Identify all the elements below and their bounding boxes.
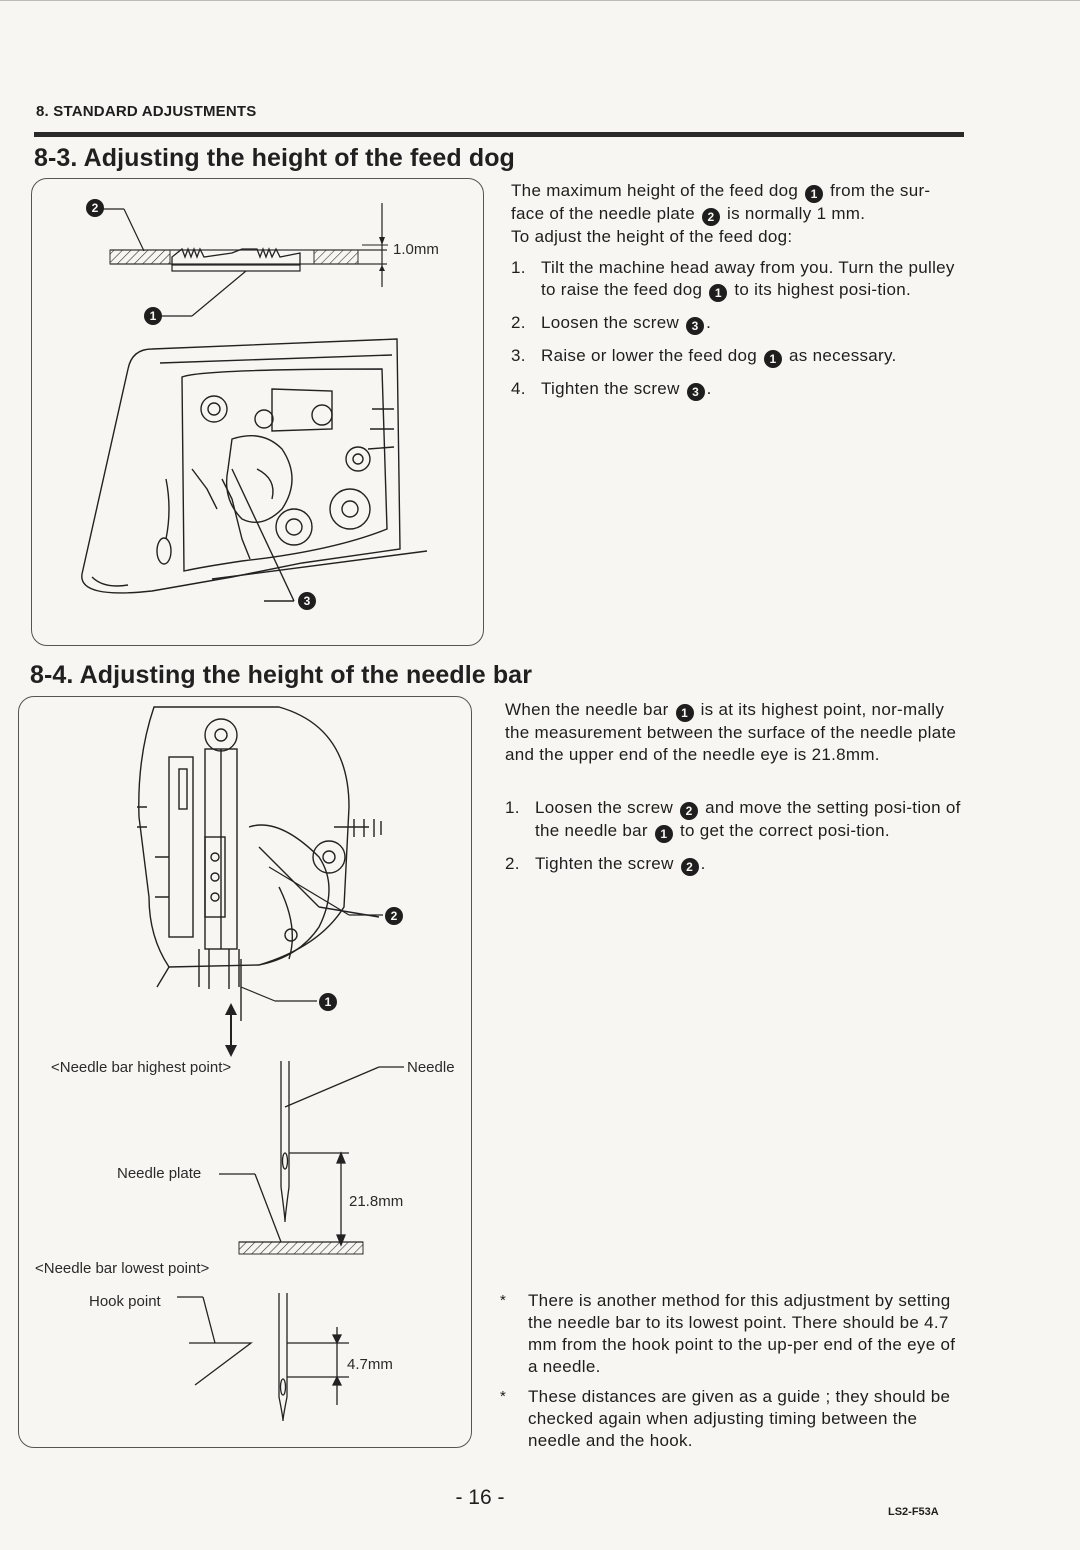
feed-dog-illustration (81, 203, 428, 602)
section-title-8-4: 8-4. Adjusting the height of the needle … (30, 661, 533, 689)
label-needle: Needle (407, 1059, 455, 1076)
label-needle-plate: Needle plate (117, 1165, 202, 1182)
intro-8-4: When the needle bar 1 is at its highest … (505, 700, 957, 764)
needle-lowest-diagram (177, 1293, 349, 1422)
intro-line-1: The maximum height of the feed dog 1 fro… (511, 181, 931, 203)
step-8-3-1: 1.Tilt the machine head away from you. T… (511, 258, 955, 302)
ref-feed-dog: 1 (805, 185, 824, 203)
chapter-heading: 8. STANDARD ADJUSTMENTS (36, 103, 257, 120)
needle-bar-figure-frame: 2 1 <Needle bar highest point> Needle Ne… (18, 696, 472, 1448)
label-hook-point: Hook point (89, 1293, 161, 1310)
label-needle-bar-lowest: <Needle bar lowest point> (35, 1260, 210, 1277)
step-8-4-1: 1.Loosen the screw 2 and move the settin… (505, 798, 961, 843)
needle-highest-diagram (219, 1061, 404, 1247)
step-8-3-3: 3.Raise or lower the feed dog 1 as neces… (511, 346, 897, 368)
step-8-3-4: 4.Tighten the screw 3. (511, 379, 712, 401)
ref-needle-plate: 2 (701, 208, 720, 226)
callout-1-needle-bar: 1 (319, 993, 337, 1011)
callout-2-screw: 2 (385, 907, 403, 925)
page-top-edge (0, 0, 1080, 1)
section-8-4-notes: *There is another method for this adjust… (500, 1290, 956, 1460)
step-8-3-2: 2.Loosen the screw 3. (511, 313, 712, 335)
callout-3-screw: 3 (298, 592, 316, 610)
intro-line-3: To adjust the height of the feed dog: (511, 227, 793, 246)
section-title-8-3: 8-3. Adjusting the height of the feed do… (34, 144, 515, 172)
page-number: - 16 - (455, 1486, 505, 1509)
feed-dog-figure-frame: 2 1 3 1.0mm (31, 178, 484, 646)
section-8-4-intro: When the needle bar 1 is at its highest … (505, 699, 963, 766)
chapter-rule (34, 132, 964, 137)
machine-bed-drawing (81, 338, 428, 602)
needle-bar-mechanism (137, 706, 382, 1021)
dimension-4-7mm: 4.7mm (347, 1356, 393, 1373)
ref-needle-bar: 1 (675, 704, 694, 722)
section-8-3-intro: The maximum height of the feed dog 1 fro… (511, 180, 971, 248)
note-guide-distances: *These distances are given as a guide ; … (500, 1387, 951, 1450)
section-8-3-steps: 1.Tilt the machine head away from you. T… (511, 257, 971, 411)
intro-line-2: face of the needle plate 2 is normally 1… (511, 204, 866, 226)
section-8-4-steps: 1.Loosen the screw 2 and move the settin… (505, 797, 963, 886)
needle-bar-illustration (137, 706, 404, 1422)
label-needle-bar-highest: <Needle bar highest point> (51, 1059, 232, 1076)
callout-2-needle-plate: 2 (86, 199, 104, 217)
dimension-1-0mm: 1.0mm (393, 241, 439, 258)
feed-dog-teeth (171, 247, 301, 272)
document-code: LS2-F53A (888, 1506, 939, 1518)
note-alternative-method: *There is another method for this adjust… (500, 1291, 956, 1376)
step-8-4-2: 2.Tighten the screw 2. (505, 854, 706, 876)
needle-plate-section (109, 249, 387, 265)
dimension-21-8mm: 21.8mm (349, 1193, 404, 1210)
callout-1-feed-dog: 1 (144, 307, 162, 325)
